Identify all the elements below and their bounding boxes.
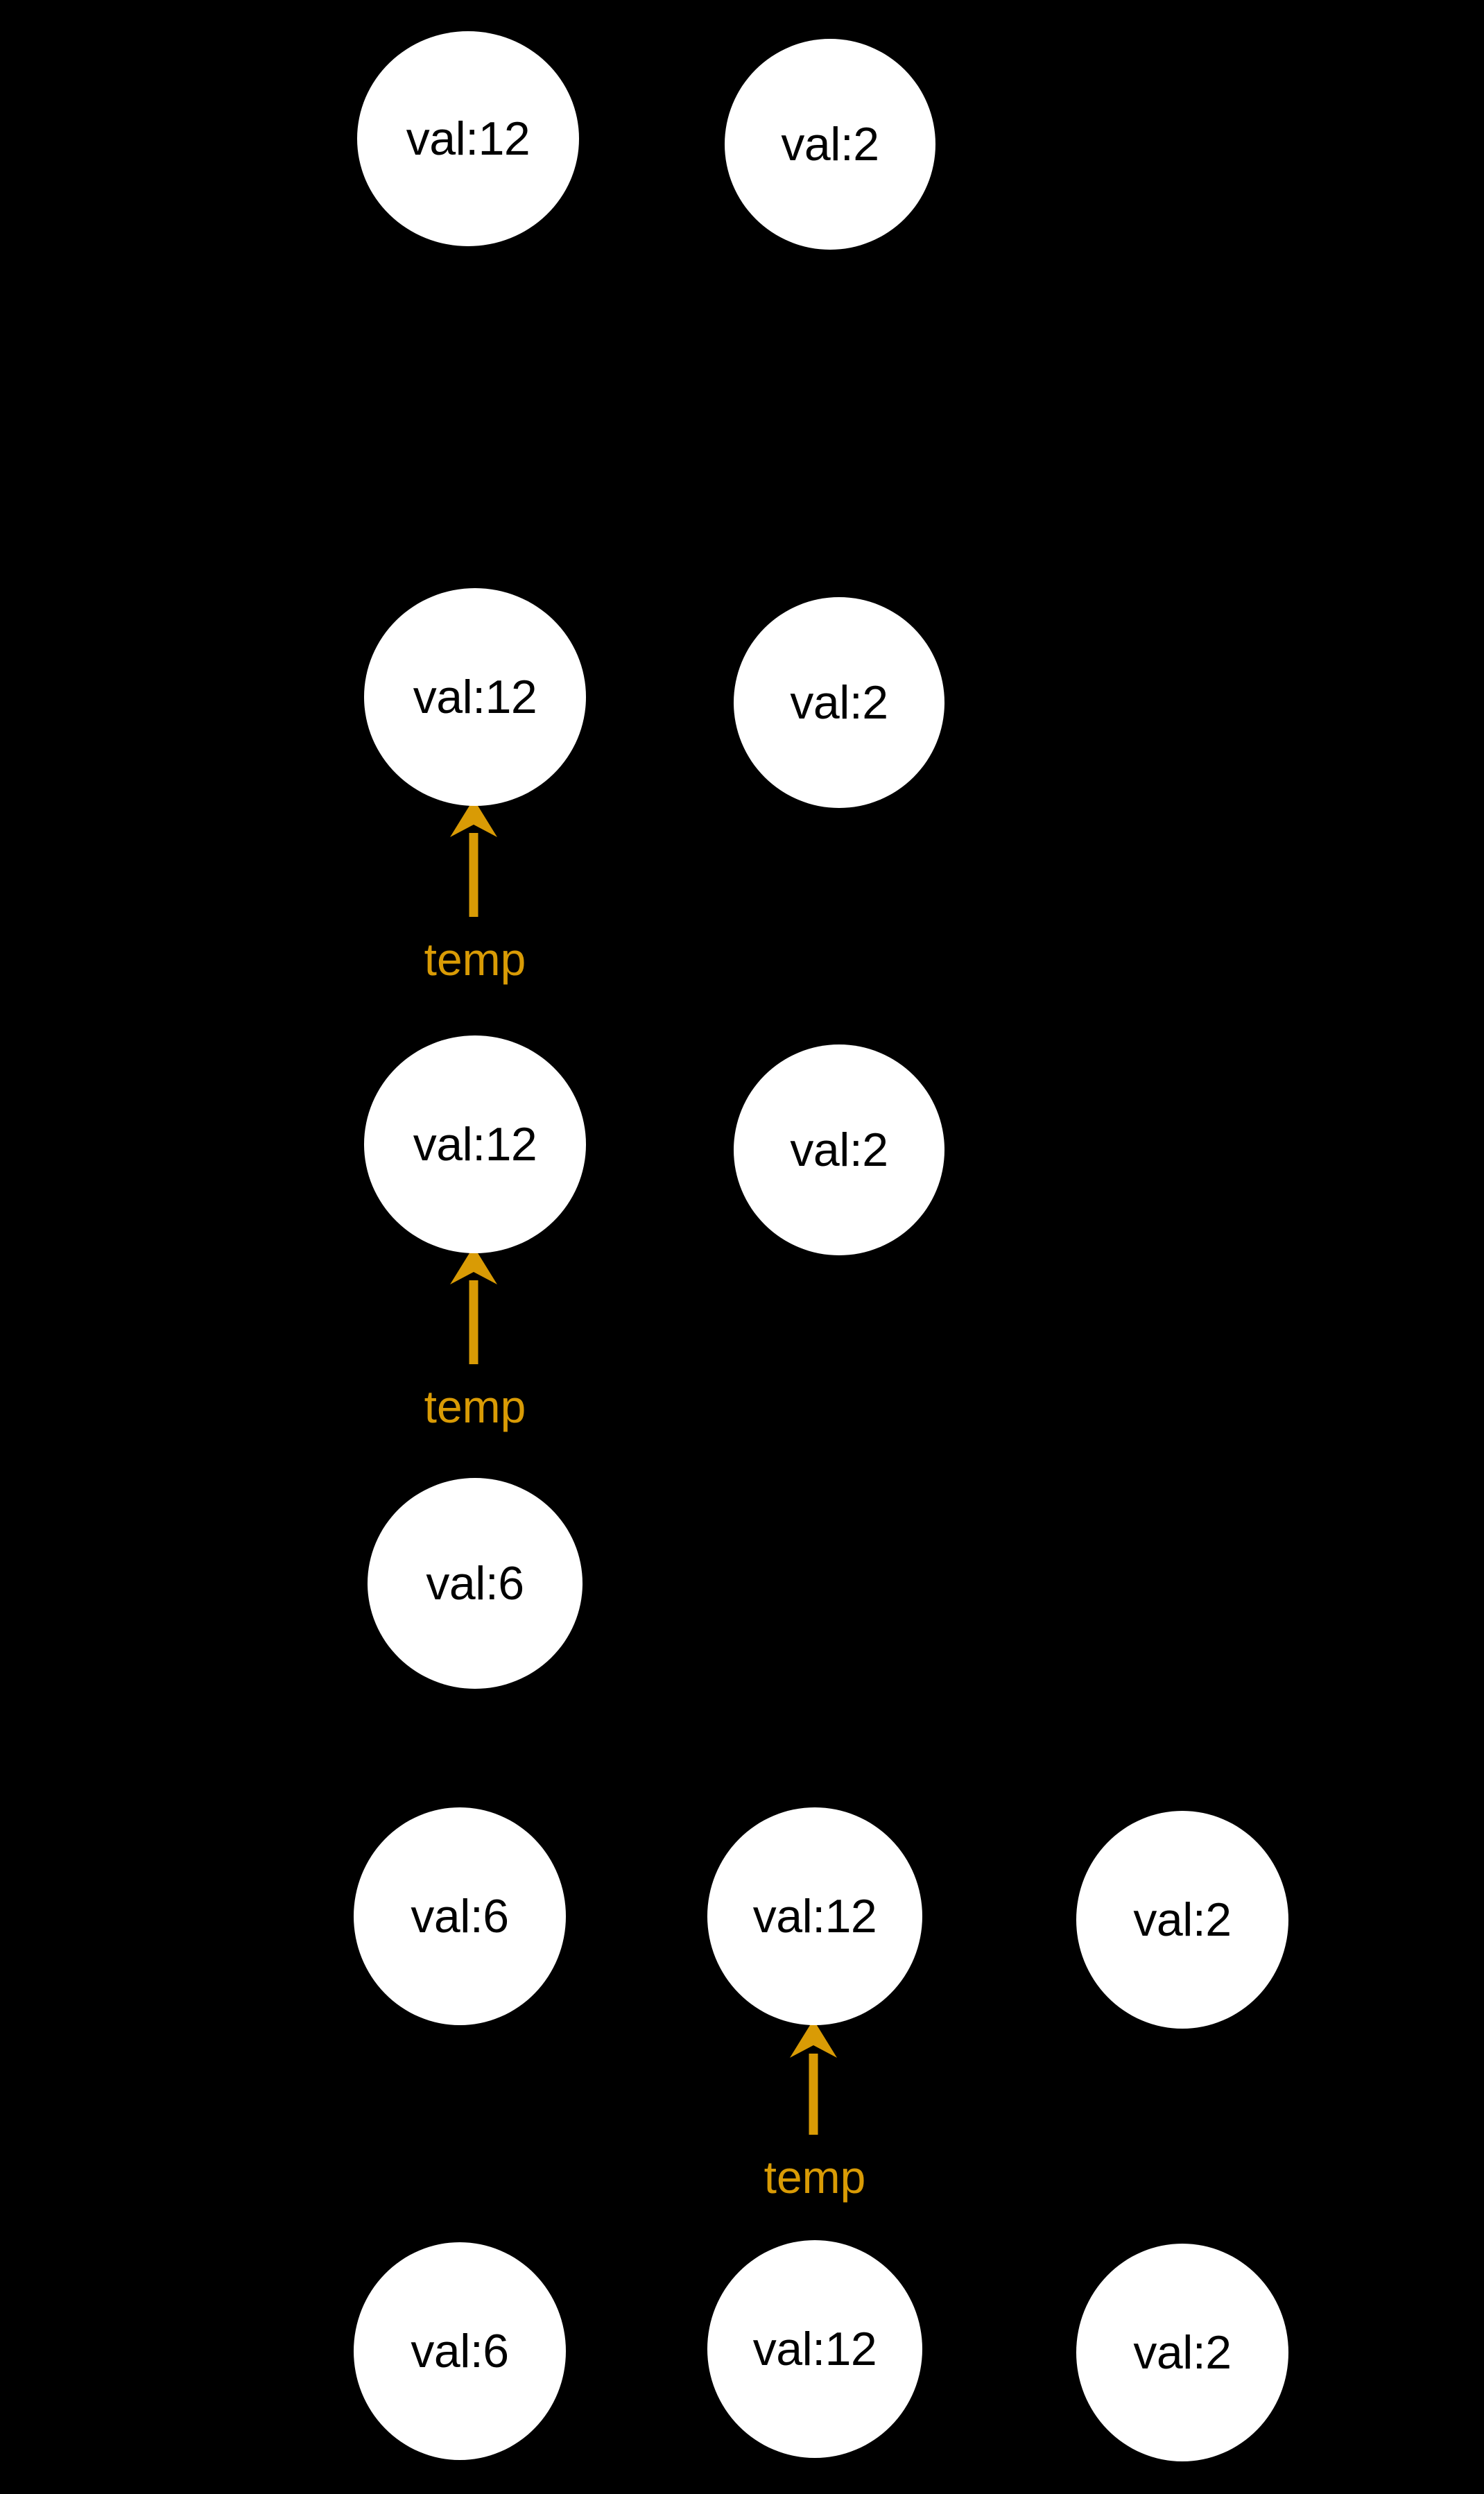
edge-label-temp: temp [424, 934, 526, 985]
node-value-label: val:2 [781, 118, 879, 171]
node-value-label: val:12 [413, 1118, 537, 1171]
node-value-label: val:2 [790, 1124, 888, 1176]
arrow-shaft [469, 1280, 478, 1364]
node-value-label: val:12 [752, 2323, 877, 2375]
node-value-label: val:2 [1133, 2326, 1232, 2379]
edge-label-temp: temp [763, 2151, 866, 2203]
edge-label-temp: temp [424, 1381, 526, 1432]
list-node[interactable]: val:2 [734, 1044, 944, 1255]
node-value-label: val:6 [411, 2325, 509, 2377]
node-value-label: val:2 [1133, 1893, 1232, 1946]
list-node[interactable]: val:6 [354, 2242, 566, 2460]
arrow-shaft [809, 2054, 818, 2135]
node-value-label: val:12 [413, 671, 537, 723]
list-node[interactable]: val:12 [364, 588, 586, 806]
arrow-head-icon [450, 799, 497, 837]
temp-pointer-edge [772, 2020, 855, 2135]
list-node[interactable]: val:6 [354, 1807, 566, 2025]
node-value-label: val:6 [426, 1557, 524, 1610]
list-node[interactable]: val:12 [707, 1807, 922, 2025]
list-node[interactable]: val:12 [707, 2240, 922, 2458]
node-value-label: val:12 [752, 1890, 877, 1943]
list-node[interactable]: val:2 [734, 597, 944, 808]
arrow-shaft [469, 833, 478, 917]
node-value-label: val:2 [790, 676, 888, 729]
node-value-label: val:6 [411, 1890, 509, 1943]
arrow-head-icon [790, 2020, 837, 2058]
temp-pointer-edge [432, 799, 515, 917]
list-node[interactable]: val:2 [1076, 1811, 1288, 2029]
list-node[interactable]: val:2 [725, 39, 935, 250]
node-value-label: val:12 [406, 112, 530, 165]
list-node[interactable]: val:12 [364, 1035, 586, 1253]
list-node[interactable]: val:12 [357, 31, 579, 246]
list-node[interactable]: val:6 [368, 1478, 583, 1689]
temp-pointer-edge [432, 1246, 515, 1364]
arrow-head-icon [450, 1246, 497, 1284]
list-node[interactable]: val:2 [1076, 2244, 1288, 2461]
